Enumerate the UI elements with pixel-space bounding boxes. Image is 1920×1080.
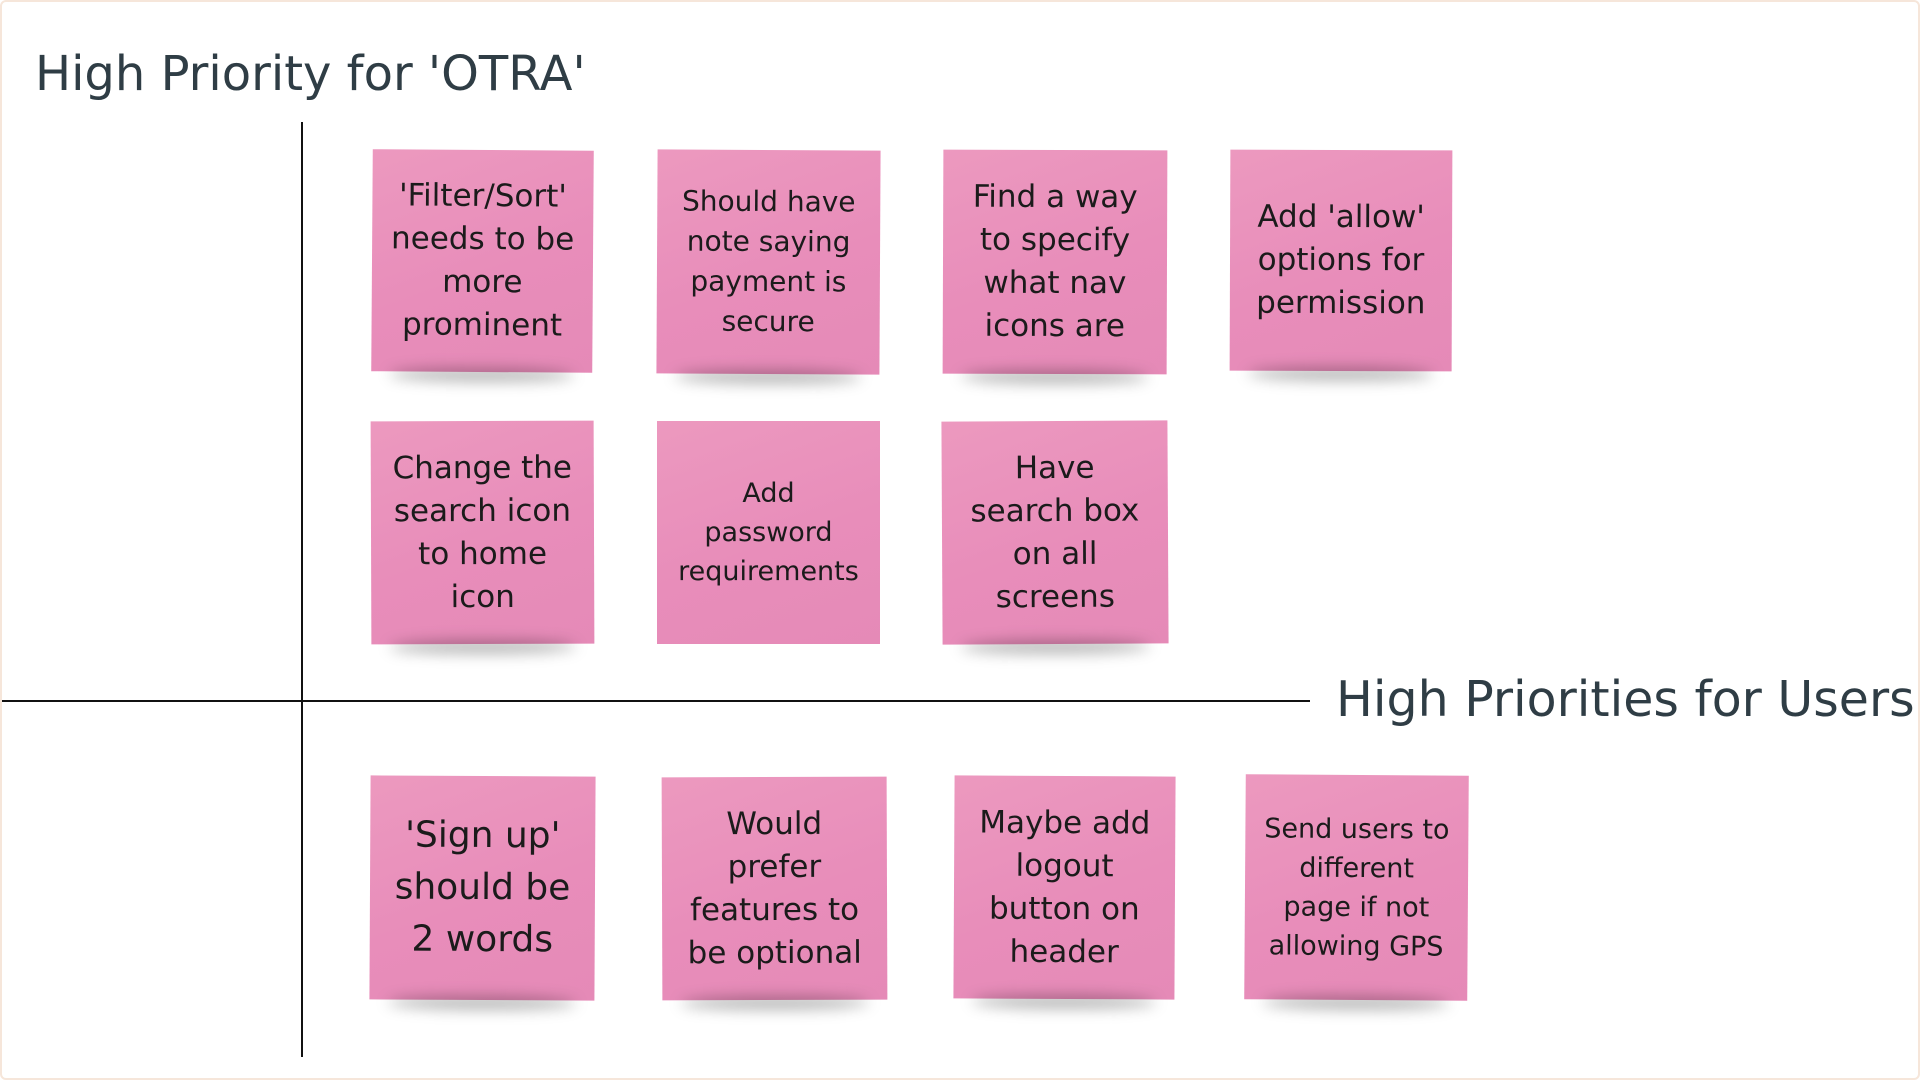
y-axis-title: High Priority for 'OTRA' — [35, 46, 586, 102]
sticky-note[interactable]: Send users to different page if not allo… — [1244, 774, 1469, 1001]
sticky-note-text: Should have note saying payment is secur… — [681, 184, 856, 339]
sticky-note-text: Have search box on all screens — [970, 449, 1140, 615]
sticky-note[interactable]: Change the search icon to home icon — [370, 420, 595, 645]
sticky-note-text: Add 'allow' options for permission — [1256, 198, 1426, 322]
sticky-note-text: 'Sign up' should be 2 words — [394, 814, 571, 961]
sticky-note[interactable]: Would prefer features to be optional — [661, 776, 888, 1001]
vertical-axis-line — [301, 122, 303, 1057]
sticky-note-text: Maybe add logout button on header — [979, 804, 1151, 970]
x-axis-title: High Priorities for Users — [1336, 671, 1915, 728]
sticky-note-text: Change the search icon to home icon — [392, 449, 573, 615]
sticky-note[interactable]: Find a way to specify what nav icons are — [942, 149, 1168, 375]
sticky-note[interactable]: Maybe add logout button on header — [953, 775, 1176, 1000]
horizontal-axis-line — [2, 700, 1310, 702]
sticky-note[interactable]: Have search box on all screens — [941, 420, 1169, 645]
sticky-note-text: 'Filter/Sort' needs to be more prominent — [390, 177, 575, 344]
sticky-note[interactable]: Add password requirements — [657, 421, 880, 644]
sticky-note-text: Would prefer features to be optional — [687, 805, 862, 971]
sticky-note[interactable]: 'Sign up' should be 2 words — [369, 775, 596, 1001]
sticky-note[interactable]: Add 'allow' options for permission — [1229, 149, 1453, 372]
sticky-note[interactable]: 'Filter/Sort' needs to be more prominent — [371, 149, 594, 373]
sticky-note-text: Find a way to specify what nav icons are — [972, 178, 1138, 345]
sticky-note-text: Add password requirements — [678, 478, 859, 587]
sticky-note[interactable]: Should have note saying payment is secur… — [656, 149, 881, 375]
sticky-note-text: Send users to different page if not allo… — [1264, 812, 1450, 963]
